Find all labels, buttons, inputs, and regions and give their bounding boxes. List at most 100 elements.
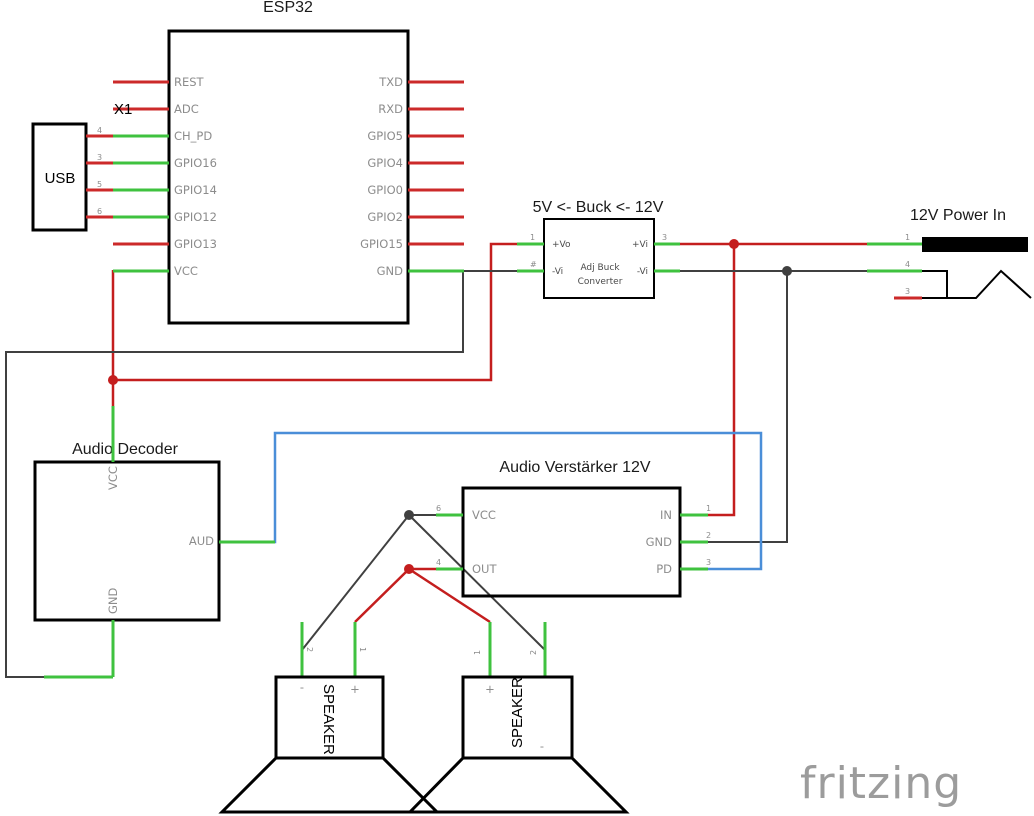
amp-pin-label-gnd: GND [646,535,673,549]
audio-decoder: Audio Decoder VCC AUD GND [33,406,275,679]
speaker1-pin-minus-num: 2 [305,647,314,652]
buck-body [543,218,655,299]
speaker2-minus-label: - [540,739,544,753]
wires [5,239,867,678]
power-jack-spring [947,269,1032,299]
junction-out-amp [404,564,414,574]
junction-5v [108,375,118,385]
speaker2-plus-label: + [485,682,495,696]
usb-pins: 4 3 5 6 [86,126,113,219]
speaker1-label: SPEAKER [320,684,337,755]
esp32-title: ESP32 [263,0,313,16]
buck-name-2: Converter [578,277,623,287]
wire-gnd-esp [5,271,464,678]
usb-connector: USB 4 3 5 6 [31,122,113,232]
x1-label: X1 [114,101,132,118]
amp-pin-label-vcc: VCC [472,508,496,522]
fritzing-logo: fritzing [800,758,962,809]
esp32-pin-label-gpio5: GPIO5 [367,129,403,143]
amp-pin-label-in: IN [660,508,672,522]
esp32-pin-label-gpio4: GPIO4 [367,156,403,170]
power-pin-num-3: 3 [905,287,910,296]
usb-pin-num-6: 6 [97,207,102,216]
junction-12v [729,239,739,249]
buck-left-label-vo: +Vo [552,240,571,250]
buck-name-1: Adj Buck [580,263,620,273]
speaker2-pin-minus-num: 2 [529,650,538,655]
speaker1-plus-label: + [350,682,360,696]
usb-pin-num-5: 5 [97,180,102,189]
speaker2-label: SPEAKER [509,677,526,748]
amp-pin-num-vcc: 6 [436,504,441,513]
power-jack-bracket [920,270,948,299]
speaker-2: 1 2 + - SPEAKER [406,622,630,814]
buck-converter: 5V <- Buck <- 12V Adj Buck Converter +Vo… [517,199,680,299]
amp-pin-label-out: OUT [472,562,497,576]
buck-left-num-0: 1 [530,233,535,242]
esp32-pin-label-gpio12: GPIO12 [174,210,217,224]
wire-audio-signal [248,431,763,571]
decoder-aud-label: AUD [189,534,214,548]
amp-pin-num-pd: 3 [706,558,711,567]
buck-title: 5V <- Buck <- 12V [533,199,664,216]
decoder-title: Audio Decoder [72,441,179,458]
esp32-pin-label-gpio15: GPIO15 [360,237,403,251]
esp32-pin-label-rest: REST [174,75,205,89]
esp32-pin-label-rxd: RXD [378,102,403,116]
speaker2-pin-plus-num: 1 [473,650,482,655]
power-jack: 12V Power In 143 [867,207,1032,300]
amp-pin-num-in: 1 [706,504,711,513]
speaker1-pin-plus-num: 1 [358,647,367,652]
speaker-1: 2 1 - + SPEAKER [218,622,441,814]
wire-12v-amp-in [708,244,736,517]
esp32-pin-label-adc: ADC [174,102,199,116]
power-title: 12V Power In [910,207,1006,224]
usb-label: USB [45,170,76,187]
power-pins: 143 [867,233,922,300]
usb-pin-num-3: 3 [97,153,102,162]
esp32-pin-label-gpio0: GPIO0 [367,183,403,197]
esp32-pin-label-gpio14: GPIO14 [174,183,217,197]
wire-spk-minus1 [301,514,436,651]
speaker2-cone [406,756,630,814]
decoder-gnd-label: GND [106,587,120,614]
wire-spk-minus2 [408,514,546,651]
power-pin-num-1: 1 [905,233,910,242]
buck-pins: +Vo 1 -Vi # +Vi 3 -Vi [517,233,680,277]
usb-body [31,122,88,232]
esp32-pin-label-vcc: VCC [174,264,198,278]
esp32-pin-label-ch-pd: CH_PD [174,129,212,143]
esp32-pin-label-gpio2: GPIO2 [367,210,403,224]
power-jack-barrel [922,237,1028,252]
amp-pin-label-pd: PD [656,562,672,576]
junction-gnd [782,266,792,276]
esp32-module: ESP32 RESTADCCH_PDGPIO16GPIO14GPIO12GPIO… [113,0,464,325]
junction-vcc-amp [404,510,414,520]
buck-right-label-vi: -Vi [637,267,648,277]
esp32-pin-label-gpio13: GPIO13 [174,237,217,251]
esp32-pin-label-txd: TXD [378,75,403,89]
speaker1-minus-label: - [300,680,304,694]
esp32-pin-label-gpio16: GPIO16 [174,156,217,170]
esp32-body [167,29,410,325]
amp-pin-num-gnd: 2 [706,531,711,540]
esp32-pin-label-gnd: GND [377,264,404,278]
usb-pin-num-4: 4 [97,126,102,135]
decoder-vcc-label: VCC [106,466,120,490]
buck-right-label-vi: +Vi [632,240,648,250]
wire-spk-plus1 [354,567,436,623]
wire-5v-rail [113,242,517,382]
buck-right-num-0: 3 [662,233,667,242]
buck-left-label-vi: -Vi [552,267,563,277]
amp-pin-num-out: 4 [436,558,441,567]
wire-spk-plus2 [408,567,491,624]
wire-gnd-amp [708,271,788,543]
buck-left-num-1: # [530,260,537,269]
amp-title: Audio Verstärker 12V [499,459,651,476]
